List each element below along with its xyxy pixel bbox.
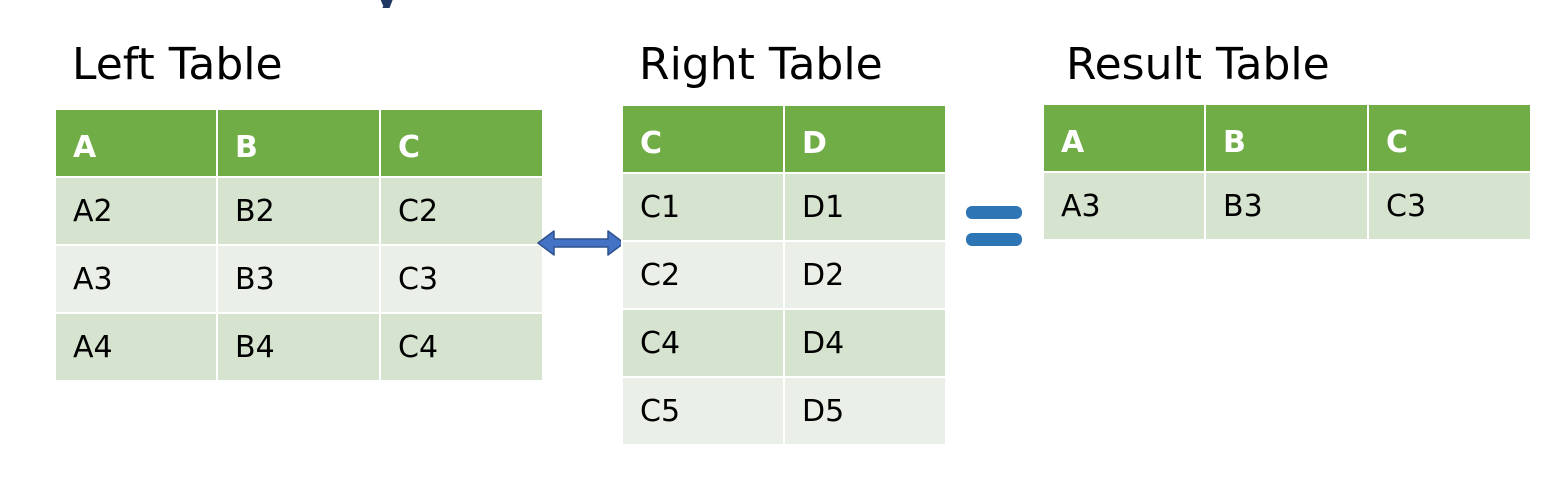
result-table-cell: C3 <box>1367 171 1532 241</box>
right-table-cell: D5 <box>783 376 947 446</box>
double-headed-arrow-icon <box>537 230 625 256</box>
right-table-cell: D1 <box>783 172 947 242</box>
left-table-header-cell: C <box>379 108 544 178</box>
result-table-header-cell: B <box>1204 103 1369 173</box>
left-table-cell: C4 <box>379 312 544 382</box>
left-table-cell: A2 <box>54 176 218 246</box>
result-table-title: Result Table <box>1066 39 1330 90</box>
result-table: A B C A3 B3 C3 <box>1042 103 1532 241</box>
right-table-cell: C2 <box>621 240 785 310</box>
left-table-cell: B3 <box>216 244 381 314</box>
left-table-cell: C2 <box>379 176 544 246</box>
right-table-cell: C1 <box>621 172 785 242</box>
left-table-cell: B2 <box>216 176 381 246</box>
result-table-row: A3 B3 C3 <box>1042 171 1532 241</box>
right-table-header-row: C D <box>621 104 947 174</box>
right-table-cell: D2 <box>783 240 947 310</box>
result-table-cell: A3 <box>1042 171 1206 241</box>
right-table-header-cell: C <box>621 104 785 174</box>
right-table-row: C4 D4 <box>621 308 947 378</box>
result-table-header-row: A B C <box>1042 103 1532 173</box>
left-table-row: A4 B4 C4 <box>54 312 544 382</box>
result-table-cell: B3 <box>1204 171 1369 241</box>
right-table-cell: C5 <box>621 376 785 446</box>
equals-sign-icon <box>966 206 1022 246</box>
right-table-row: C1 D1 <box>621 172 947 242</box>
right-table: C D C1 D1 C2 D2 C4 D4 C5 D5 <box>621 104 947 446</box>
left-table-row: A3 B3 C3 <box>54 244 544 314</box>
banner-title-fragment: y <box>372 0 412 8</box>
result-table-header-cell: A <box>1042 103 1206 173</box>
left-table-cell: B4 <box>216 312 381 382</box>
left-table-row: A2 B2 C2 <box>54 176 544 246</box>
left-table-header-row: A B C <box>54 108 544 178</box>
left-table-cell: A4 <box>54 312 218 382</box>
left-table-cell: C3 <box>379 244 544 314</box>
left-table: A B C A2 B2 C2 A3 B3 C3 A4 B4 C4 <box>54 108 544 382</box>
right-table-cell: C4 <box>621 308 785 378</box>
right-table-header-cell: D <box>783 104 947 174</box>
right-table-cell: D4 <box>783 308 947 378</box>
result-table-header-cell: C <box>1367 103 1532 173</box>
right-table-title: Right Table <box>639 39 883 90</box>
left-table-cell: A3 <box>54 244 218 314</box>
right-table-row: C2 D2 <box>621 240 947 310</box>
right-table-row: C5 D5 <box>621 376 947 446</box>
left-table-header-cell: A <box>54 108 218 178</box>
left-table-header-cell: B <box>216 108 381 178</box>
left-table-title: Left Table <box>72 39 283 90</box>
